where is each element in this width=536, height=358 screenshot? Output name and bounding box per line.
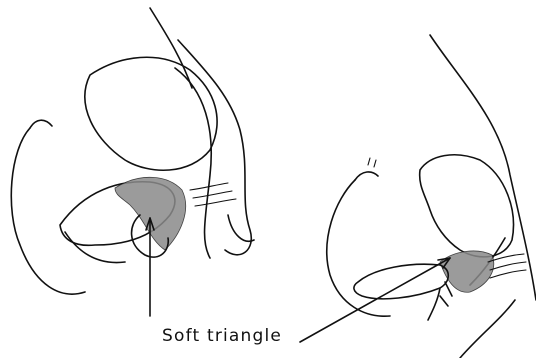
right-hatch-line-2 (490, 262, 526, 270)
right-lip-line (460, 300, 515, 358)
right-crease-marks (368, 158, 376, 167)
left-nasal-sidewall (178, 40, 251, 255)
left-hatch-line-2 (193, 191, 232, 198)
left-nose-drawing (11, 8, 254, 316)
right-nostril-outer (354, 264, 448, 299)
right-nostril-marks (440, 282, 452, 306)
left-tip-lobule (85, 57, 217, 170)
left-hatch-line-3 (195, 199, 236, 206)
right-tip-lobule (420, 155, 514, 257)
right-nostril-base (428, 288, 440, 320)
right-alar-lobule (327, 180, 390, 316)
right-nose-drawing (300, 35, 536, 358)
left-nostril-rim (65, 232, 125, 263)
left-alar-lobule (11, 128, 85, 294)
right-hatch-line-3 (490, 270, 526, 278)
soft-triangle-label: Soft triangle (162, 326, 282, 346)
right-pointer-line (300, 258, 450, 342)
right-alar-crease (355, 172, 378, 180)
left-alar-crease (30, 120, 52, 128)
